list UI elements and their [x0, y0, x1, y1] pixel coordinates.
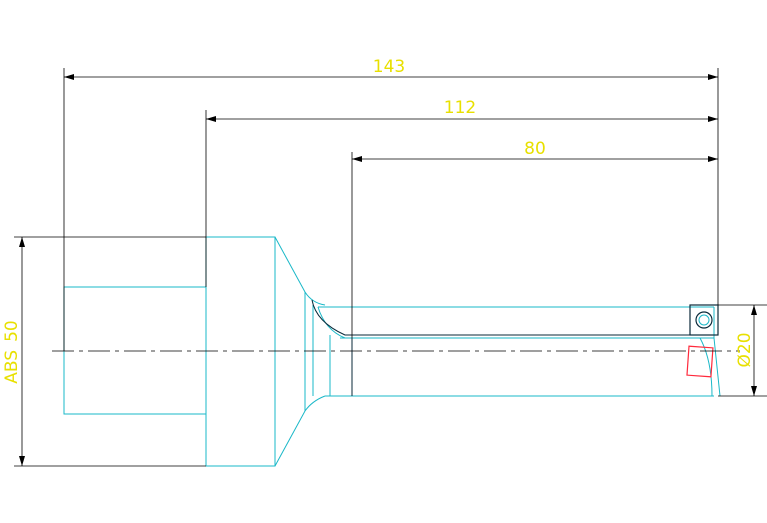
tool-outline — [63, 236, 721, 467]
dim-text-abs: ABS50 — [2, 320, 22, 383]
extension-lines — [14, 68, 767, 467]
chip-flute — [699, 337, 713, 397]
insert-screw-outer — [695, 311, 713, 329]
flute-curve — [317, 306, 346, 339]
insert-top — [689, 304, 719, 336]
insert-bottom — [686, 345, 714, 378]
dimension-lines — [19, 74, 757, 466]
rear-clamp-section — [63, 286, 207, 415]
dimension-labels: 143 112 80 ABS50 Ø20 — [2, 57, 755, 384]
cutting-insert — [686, 304, 719, 378]
dim-text-overall: 143 — [373, 57, 405, 77]
dim-text-body: 112 — [444, 98, 476, 118]
body-flange — [205, 236, 276, 467]
shank-dark-outline — [311, 299, 700, 396]
taper-bottom — [274, 395, 326, 467]
insert-screw-inner — [698, 314, 710, 326]
taper-top — [274, 236, 326, 306]
dim-text-shank: 80 — [524, 139, 546, 159]
shank-tip — [713, 307, 721, 397]
dim-text-diameter: Ø20 — [735, 332, 755, 367]
